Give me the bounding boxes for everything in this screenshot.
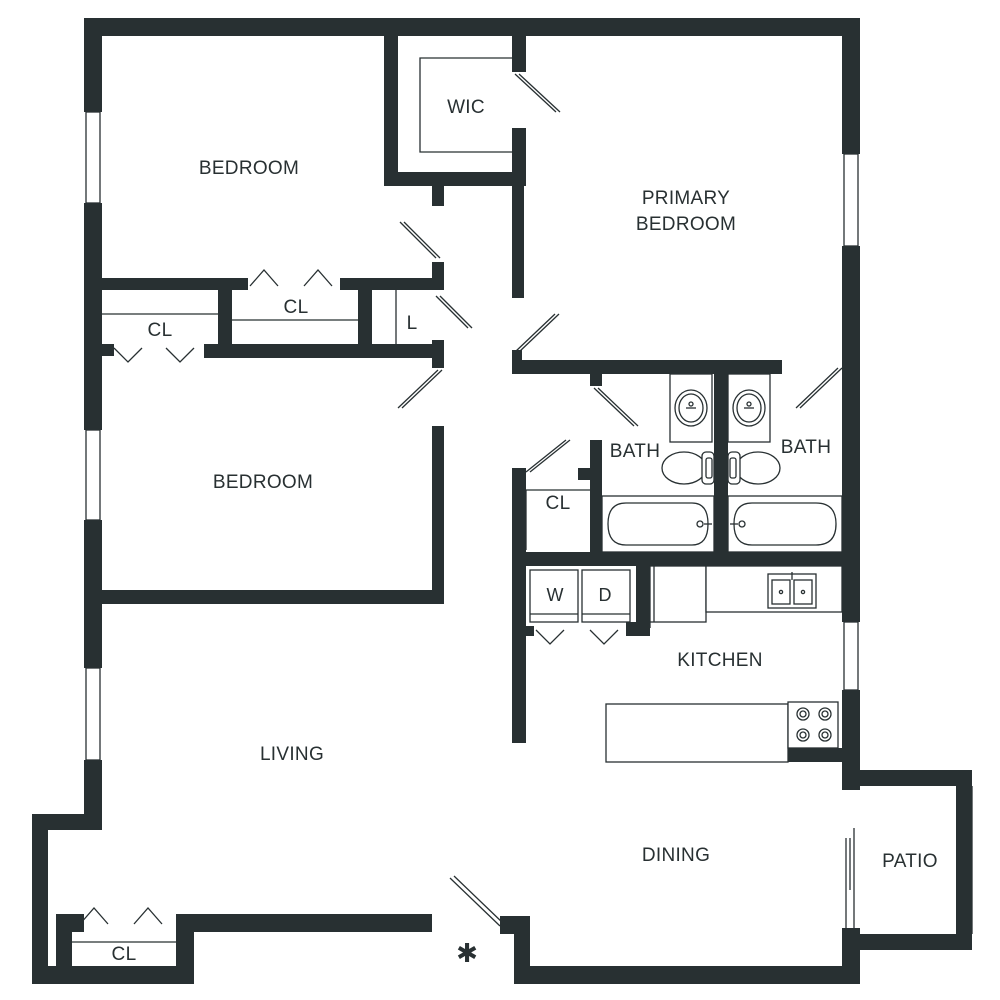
bathtub-right-icon: [727, 495, 843, 553]
dining-label: DINING: [642, 845, 710, 866]
fixtures: [72, 57, 843, 943]
dryer-label: D: [599, 585, 612, 605]
toilet-left-icon: [661, 451, 715, 485]
washer-label: W: [547, 585, 564, 605]
entry-marker-icon: ✱: [456, 939, 478, 969]
primary-bedroom-label-line2: BEDROOM: [636, 214, 736, 235]
bath-left-label: BATH: [610, 441, 660, 462]
kitchen-label: KITCHEN: [677, 650, 763, 671]
bath-right-label: BATH: [781, 437, 831, 458]
primary-bedroom-label-line1: PRIMARY: [642, 188, 730, 209]
hall-closet-label: CL: [546, 493, 571, 514]
kitchen-island: [605, 703, 789, 763]
dryer-icon: [581, 569, 631, 623]
toilet-right-icon: [727, 451, 781, 485]
doors: [79, 73, 855, 928]
stove-icon: [787, 701, 839, 749]
patio-label: PATIO: [882, 851, 938, 872]
refrigerator-icon: [649, 565, 707, 623]
linen-closet-label: L: [407, 313, 418, 334]
wic-label: WIC: [447, 97, 485, 118]
bedroom-top-label: BEDROOM: [199, 158, 299, 179]
entry-closet-label: CL: [112, 944, 137, 965]
washer-icon: [529, 569, 579, 623]
bedroom-mid-label: BEDROOM: [213, 472, 313, 493]
exterior-walls: [32, 18, 972, 984]
interior-walls: [102, 36, 846, 762]
closet-left-label: CL: [148, 320, 173, 341]
living-label: LIVING: [260, 744, 324, 765]
windows: [85, 111, 973, 934]
closet-right-label: CL: [284, 297, 309, 318]
bathtub-left-icon: [601, 495, 715, 553]
kitchen-sink-icon: [767, 572, 817, 609]
room-labels: BEDROOM WIC PRIMARY BEDROOM CL CL L BEDR…: [112, 97, 938, 969]
